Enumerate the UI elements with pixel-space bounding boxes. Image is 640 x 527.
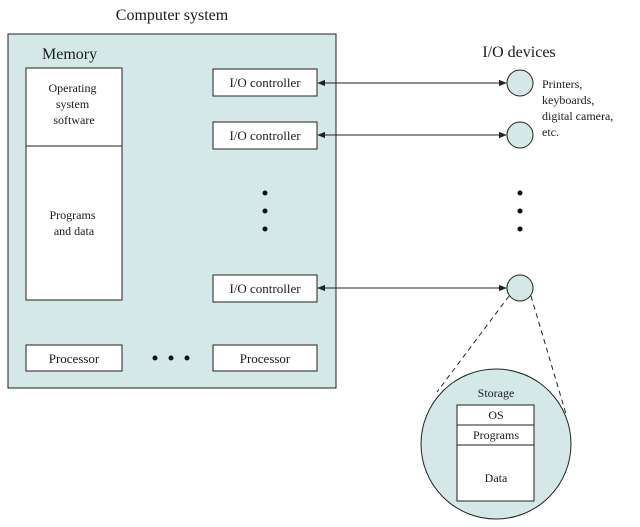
io-controller-1: I/O controller	[212, 68, 318, 97]
controller-ellipsis	[262, 190, 268, 232]
processor-2: Processor	[212, 344, 318, 372]
storage-programs: Programs	[473, 428, 519, 442]
io-controller-3: I/O controller	[212, 274, 318, 303]
io-device-1	[506, 69, 534, 97]
programs-data-text: Programs and data	[50, 208, 99, 238]
svg-text:Processor: Processor	[240, 351, 291, 366]
io-device-2	[506, 121, 534, 149]
computer-system-title: Computer system	[116, 7, 229, 24]
svg-text:Processor: Processor	[49, 351, 100, 366]
device-ellipsis	[517, 190, 523, 232]
svg-text:I/O controller: I/O controller	[229, 281, 301, 296]
processor-ellipsis	[152, 355, 190, 361]
zoom-line-left	[436, 295, 510, 393]
memory-box	[25, 67, 123, 301]
zoom-line-right	[530, 295, 567, 415]
svg-text:I/O controller: I/O controller	[229, 128, 301, 143]
io-devices-label: I/O devices	[482, 44, 555, 61]
io-device-3	[506, 274, 534, 302]
device-examples-text: Printers, keyboards, digital camera, etc…	[542, 77, 616, 139]
storage-box	[456, 404, 535, 502]
storage-label: Storage	[478, 386, 515, 400]
io-controller-2: I/O controller	[212, 121, 318, 150]
storage-os: OS	[488, 408, 503, 422]
processor-1: Processor	[25, 344, 123, 372]
memory-label: Memory	[42, 46, 97, 63]
svg-text:I/O controller: I/O controller	[229, 75, 301, 90]
storage-data: Data	[485, 471, 508, 485]
os-software-text: Operating system software	[49, 81, 100, 127]
